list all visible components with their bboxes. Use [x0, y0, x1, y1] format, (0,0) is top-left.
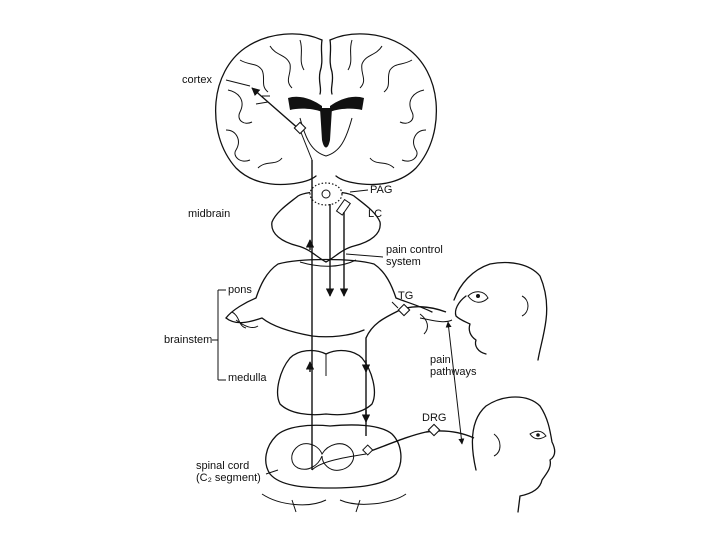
label-drg: DRG — [422, 412, 446, 424]
brain-cortex-section — [216, 34, 437, 185]
drg-pathway — [312, 424, 474, 470]
label-pain-control-system: pain control system — [386, 244, 443, 268]
label-tg: TG — [398, 290, 413, 302]
medulla-section — [278, 351, 375, 415]
label-lc: LC — [368, 208, 382, 220]
pain-pathways-arrow — [448, 322, 462, 444]
label-pons: pons — [228, 284, 252, 296]
label-brainstem: brainstem — [164, 334, 212, 346]
label-spinal-cord: spinal cord (C₂ segment) — [196, 460, 261, 484]
upper-head-profile — [454, 263, 547, 361]
pag-region — [310, 183, 342, 205]
spinal-cord-section — [262, 425, 406, 512]
dorsal-horn-node — [363, 445, 373, 455]
label-medulla: medulla — [228, 372, 267, 384]
tg-ganglion — [398, 304, 409, 315]
lower-head-profile — [472, 397, 554, 512]
label-cortex: cortex — [182, 74, 212, 86]
midbrain-section — [272, 183, 380, 262]
label-pag: PAG — [370, 184, 392, 196]
label-leaders — [212, 80, 398, 474]
label-pain-pathways: pain pathways — [430, 354, 476, 378]
label-midbrain: midbrain — [188, 208, 230, 220]
drg-ganglion — [428, 424, 439, 435]
ascending-pathway — [252, 88, 312, 470]
